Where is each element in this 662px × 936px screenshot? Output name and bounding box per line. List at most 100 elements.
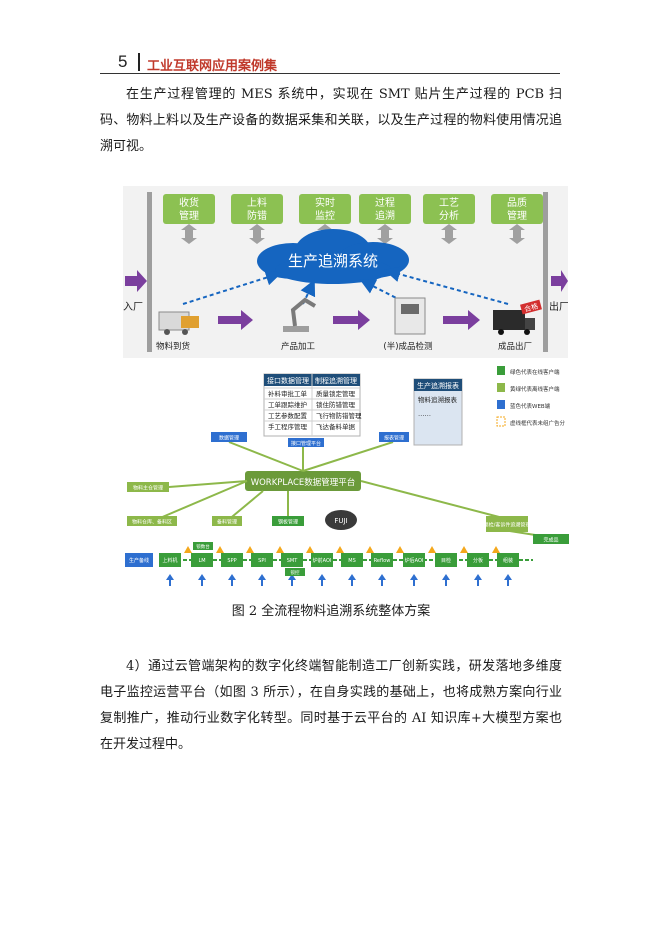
side-box: 数据管理 — [211, 432, 247, 442]
page-header: 5 工业互联网应用案例集 — [100, 50, 560, 74]
module-label-line1: 上料 — [247, 196, 267, 209]
figure-caption: 图 2 全流程物料追溯系统整体方案 — [231, 604, 431, 619]
side-box: 物料主仓管理 — [127, 482, 169, 492]
line-station: SPI — [251, 553, 273, 567]
module-label-line2: 分析 — [439, 209, 459, 222]
module-label-line1: 工艺 — [439, 197, 459, 209]
station-label: 生产备线 — [129, 557, 149, 564]
paragraph-mes: 在生产过程管理的 MES 系统中，实现在 SMT 贴片生产过程的 PCB 扫码、… — [100, 87, 562, 154]
module-label-line2: 管理 — [507, 209, 527, 222]
figure-full-process: 接口数据管理 制程追溯管理 补料审批工单质量锁定管理工单跟踪维护锁住防错管理工艺… — [123, 360, 579, 590]
upload-arrow — [318, 574, 326, 586]
warning-marker — [396, 546, 404, 553]
line-station: 炉前AOI — [311, 553, 333, 567]
module-label-line2: 追溯 — [375, 209, 395, 222]
line-station: 分板 — [467, 553, 489, 567]
header-title: 工业互联网应用案例集 — [147, 59, 278, 74]
warning-marker — [184, 546, 192, 553]
stage-label: (半)成品检测 — [383, 341, 432, 352]
warning-marker — [336, 546, 344, 553]
side-box: 备料管理 — [212, 516, 242, 526]
side-box: 报表管理 — [379, 432, 409, 442]
upload-arrow — [442, 574, 450, 586]
warning-marker — [366, 546, 374, 553]
line-station: MS — [341, 553, 363, 567]
line-station: SMT — [281, 553, 303, 567]
entry-label: 入厂 — [123, 302, 143, 313]
double-arrow — [441, 224, 457, 244]
table1-cell: 工单跟踪维护 — [268, 400, 307, 409]
side-box-label: 钢板管理 — [278, 519, 298, 526]
truck-illustration: 合格 — [493, 299, 542, 335]
warning-marker — [216, 546, 224, 553]
table1-cell: 质量锁定管理 — [316, 389, 356, 398]
upload-arrow — [504, 574, 512, 586]
legend-swatch — [496, 416, 506, 427]
materials-illustration — [158, 311, 199, 335]
dashed-link-1 — [182, 269, 282, 305]
legend-label: 蓝色代表WEB端 — [510, 402, 551, 410]
table1-cell: 手工程序管理 — [268, 422, 308, 431]
module-label-line2: 监控 — [315, 209, 335, 222]
station-label: MS — [348, 558, 356, 564]
station-label: SPP — [227, 558, 236, 564]
pass-stamp: 合格 — [523, 301, 539, 313]
fuji-badge: FUJI — [325, 510, 357, 530]
page-number: 5 — [118, 52, 128, 71]
upload-arrow — [378, 574, 386, 586]
upload-arrow — [228, 574, 236, 586]
connector-line — [302, 441, 394, 472]
line-station: SPP — [221, 553, 243, 567]
paragraph-cloud: 4）通过云管端架构的数字化终端智能制造工厂创新实践，研发落地多维度电子监控运营平… — [100, 659, 562, 752]
flow-arrow-2 — [333, 310, 370, 330]
table2-header: 生产追溯报表 — [417, 381, 459, 390]
table2-row-1: 物料追溯报表 — [418, 395, 458, 404]
table1-cell: 锁住防错管理 — [316, 400, 356, 409]
upload-arrow — [288, 574, 296, 586]
side-box: 完成品 — [533, 534, 569, 544]
station-label: SPI — [258, 558, 266, 564]
legend-swatch — [497, 383, 505, 392]
warning-marker — [460, 546, 468, 553]
station-label: 上料机 — [162, 557, 177, 564]
side-box: 钢板管理 — [272, 516, 304, 526]
station-label: 组装 — [503, 557, 513, 564]
entry-wall — [147, 192, 152, 352]
station-label: SMT — [287, 558, 298, 564]
side-box-label: 接口管理平台 — [291, 440, 321, 447]
table-interface-process: 接口数据管理 制程追溯管理 补料审批工单质量锁定管理工单跟踪维护锁住防错管理工艺… — [263, 373, 362, 437]
entry-arrow — [125, 270, 147, 292]
module-label-line1: 收货 — [179, 196, 199, 209]
cloud-label: 生产追溯系统 — [288, 252, 378, 270]
table1-cell: 飞达备料单据 — [316, 422, 356, 431]
connector-line — [152, 480, 248, 522]
module-label-line2: 防错 — [247, 209, 267, 222]
warning-marker — [246, 546, 254, 553]
double-arrow — [509, 224, 525, 244]
table1-cell: 工艺参数配置 — [268, 411, 308, 420]
exit-label: 出厂 — [549, 300, 568, 313]
station-label: 炉后AOI — [405, 557, 424, 564]
warning-marker — [492, 546, 500, 553]
flow-arrow-1 — [218, 310, 253, 330]
line-station: 组装 — [497, 553, 519, 567]
station-label: LM — [198, 558, 205, 564]
flow-arrow-3 — [443, 310, 480, 330]
legend-swatch — [497, 366, 505, 375]
sub-box-label: 锁控 — [291, 569, 300, 576]
figure-trace-overview: 收货管理上料防错实时监控过程追溯工艺分析品质管理 生产追溯系统 入厂 出厂 — [123, 186, 569, 358]
inspection-machine-illustration — [394, 297, 426, 335]
side-box: 物料仓库、备料区 — [127, 516, 177, 526]
station-label: 炉前AOI — [313, 557, 332, 564]
module-label-line1: 实时 — [315, 196, 335, 209]
table1-cell: 补料审批工单 — [268, 389, 308, 398]
sub-box: 锁控 — [285, 568, 305, 576]
upload-arrow — [474, 574, 482, 586]
stage-label: 物料到货 — [156, 341, 191, 352]
line-station: 目检 — [435, 553, 457, 567]
